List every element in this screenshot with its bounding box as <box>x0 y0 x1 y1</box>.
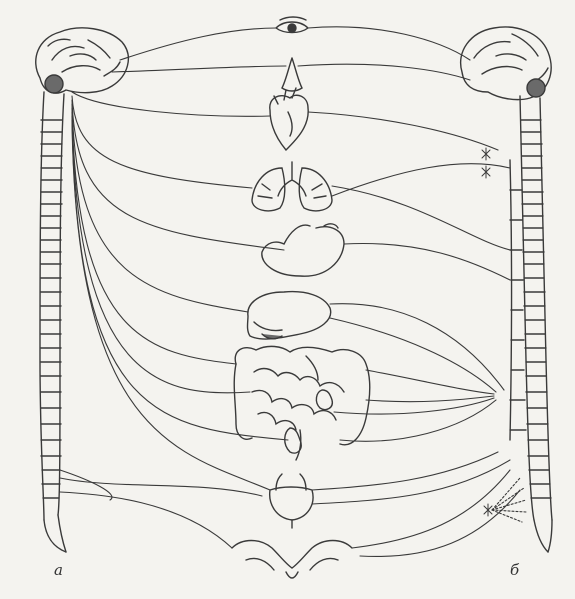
genitals <box>232 541 352 579</box>
heart <box>270 88 308 150</box>
lungs <box>252 162 332 211</box>
ganglion-markers <box>482 148 492 516</box>
intestines <box>234 346 370 460</box>
nerve-pathways-left <box>60 28 288 548</box>
stomach <box>262 224 344 276</box>
kidney <box>285 390 333 453</box>
eye <box>276 17 308 33</box>
nose <box>282 58 302 91</box>
bladder <box>270 474 313 528</box>
nerve-pathways-right <box>298 27 526 557</box>
spinal-cord-right <box>510 96 552 552</box>
spinal-cord-left <box>40 92 66 552</box>
brain-right <box>461 27 551 100</box>
liver <box>248 292 331 339</box>
brain-left <box>36 28 129 93</box>
label-right: б <box>510 561 519 579</box>
label-left: а <box>54 561 63 579</box>
